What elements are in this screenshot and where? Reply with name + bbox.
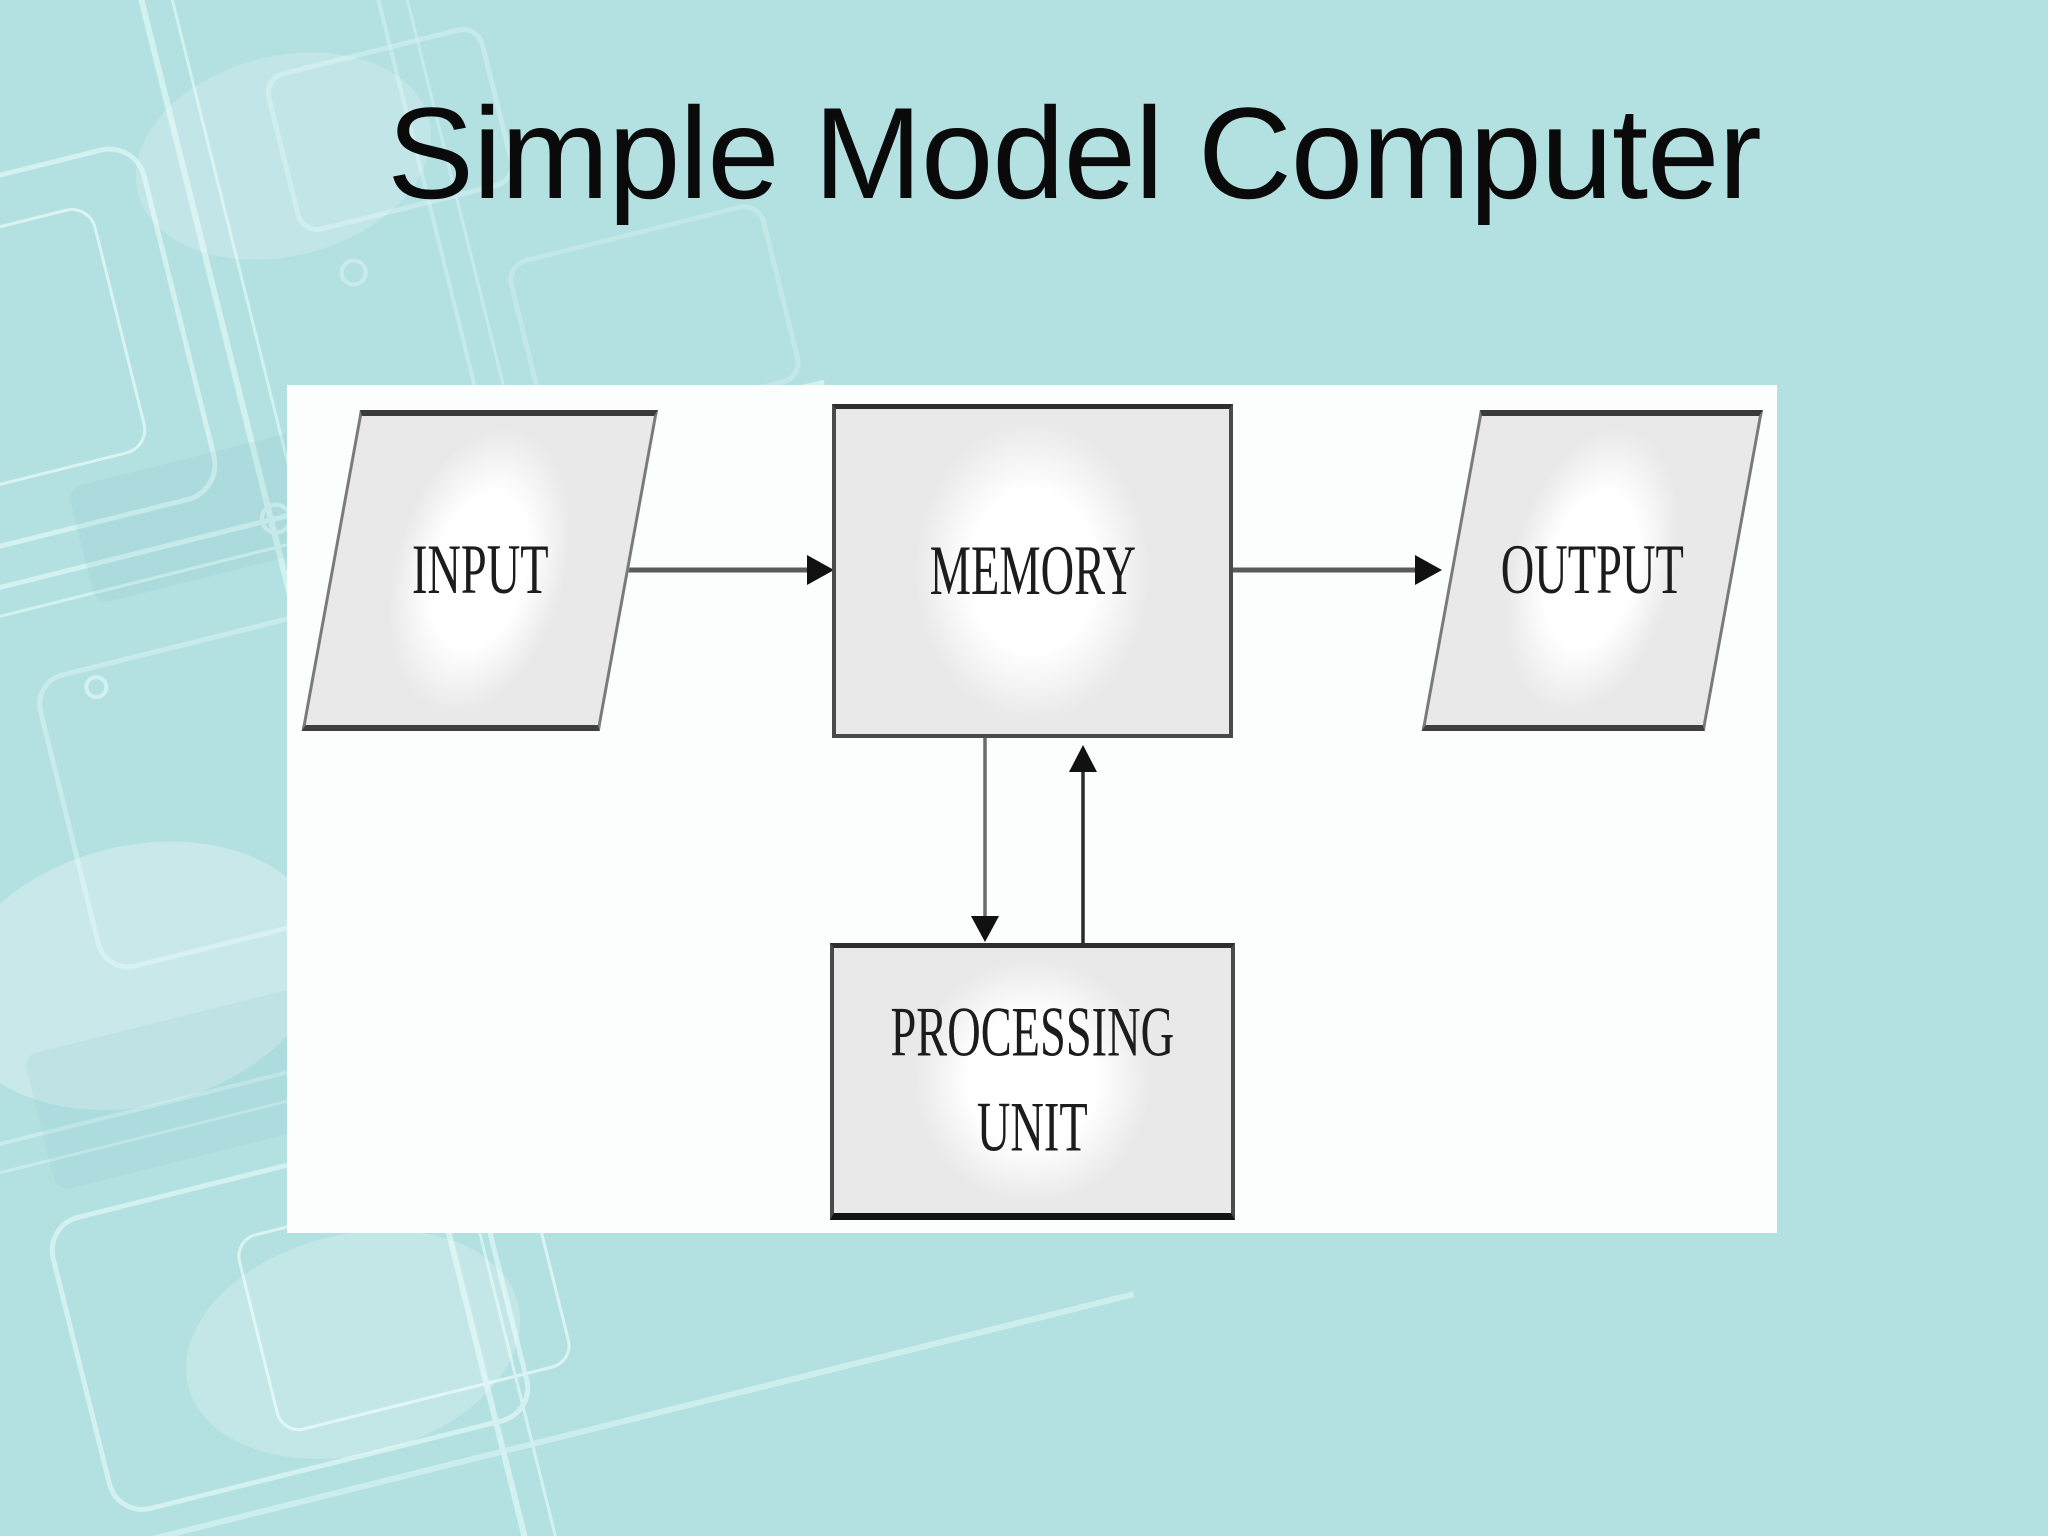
diagram-panel: INPUT MEMORY OUTPUT PROCESSING UNIT [287, 385, 1777, 1233]
arrow-memory-to-output [1233, 555, 1442, 585]
node-output-label: OUTPUT [1500, 530, 1684, 610]
diagram-arrows [625, 555, 1442, 945]
node-processing-unit: PROCESSING UNIT [830, 943, 1235, 1220]
arrow-input-to-memory [625, 555, 834, 585]
node-input-label: INPUT [411, 530, 549, 610]
node-input: INPUT [301, 410, 658, 731]
node-processing-unit-label-line1: PROCESSING [890, 992, 1175, 1072]
arrow-memory-to-processing [971, 735, 999, 942]
arrow-processing-to-memory [1069, 745, 1097, 945]
node-processing-unit-label-line2: UNIT [977, 1087, 1088, 1168]
node-processing-unit-label: PROCESSING UNIT [891, 985, 1175, 1176]
node-memory-label: MEMORY [929, 531, 1136, 611]
slide-title: Simple Model Computer [387, 80, 1761, 226]
node-memory: MEMORY [832, 404, 1233, 738]
node-output: OUTPUT [1421, 410, 1763, 731]
